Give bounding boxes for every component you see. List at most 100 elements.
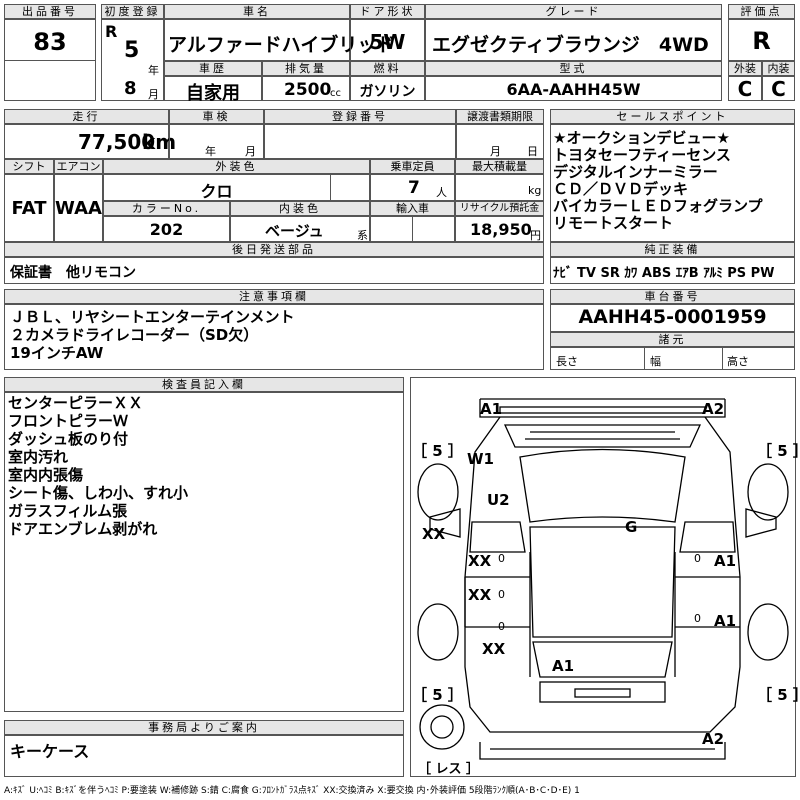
cc-unit: cc (330, 88, 341, 99)
mark-a1-right-rear: A1 (714, 612, 737, 630)
ext-color-label: 外装色 (103, 159, 370, 174)
chassis-no: AAHH45-0001959 (578, 306, 767, 328)
door-label: ドア形状 (350, 4, 425, 19)
equipment: ﾅﾋﾞ TV SR ｶﾜ ABS ｴｱB ｱﾙﾐ PS PW (553, 266, 775, 281)
ext-color: クロ (200, 182, 233, 201)
yen-unit: 円 (530, 229, 541, 242)
right-mirror (745, 508, 777, 538)
max-load-label: 最大積載量 (455, 159, 544, 174)
interior-label: 内装 (762, 61, 795, 76)
aircon: WAA (55, 198, 102, 219)
exterior-label: 外装 (728, 61, 762, 76)
interior-grade: C (771, 77, 786, 101)
later-parts-box (4, 257, 544, 284)
exterior-grade: C (737, 77, 753, 101)
later-parts-label: 後日発送部品 (4, 242, 544, 257)
hood (503, 424, 702, 448)
kg-unit: kg (528, 184, 542, 197)
mark-a1-roof: A1 (552, 657, 575, 675)
door-box (350, 19, 425, 61)
office-label: 事務局よりご案内 (4, 720, 404, 735)
displacement-box (262, 76, 350, 101)
ext-color-box (103, 174, 370, 201)
km-unit: km (142, 130, 177, 154)
shaken-year-unit: 年 (205, 145, 216, 158)
mark-zero: 0 (498, 620, 505, 633)
tire-fl: ［ 5 ］ (412, 442, 463, 460)
height-label: 高さ (727, 355, 749, 368)
sales-points-label: セールスポイント (550, 109, 795, 124)
mileage-box (4, 124, 169, 159)
int-color-suffix: 系 (357, 229, 368, 242)
mark-u2: U2 (487, 491, 510, 509)
front-grille (499, 406, 706, 414)
deadline-day-unit: 日 (527, 145, 538, 158)
int-color: ベージュ (265, 222, 324, 240)
car-diagram (417, 398, 789, 760)
shaken-label: 車検 (169, 109, 264, 124)
cautions-list: ＪＢＬ、リヤシートエンターテインメント ２カメラドライレコーダー（SD欠） 19… (10, 308, 295, 362)
length-label: 長さ (556, 355, 578, 368)
mark-front-right: A2 (702, 400, 725, 418)
inspector-note: 室内内張傷 (8, 466, 84, 484)
first-reg-label: 初度登録 (101, 4, 164, 19)
mark-zero: 0 (694, 612, 701, 625)
legend: A:ｷｽﾞ U:ﾍｺﾐ B:ｷｽﾞを伴うﾍｺﾐ P:要塗装 W:補修跡 S:錆 … (4, 786, 580, 796)
grade-box (425, 19, 722, 61)
mark-xx-front-door: XX (468, 552, 492, 570)
inspector-note: フロントピラーＷ (8, 412, 129, 430)
left-mirror (429, 508, 461, 538)
spare-tire (419, 704, 465, 750)
license-plate (574, 688, 631, 698)
divider (330, 174, 331, 201)
displacement: 2500 (284, 80, 332, 100)
lot-no-label: 出品番号 (4, 4, 96, 19)
spare-tire-hub (430, 715, 454, 739)
inspector-notes-list: センターピラーＸＸ フロントピラーＷ ダッシュ板のり付 室内汚れ 室内内張傷 シ… (8, 394, 188, 538)
sales-points-list: ★オークションデビュー★ トヨタセーフティーセンス デジタルインナーミラー ＣＤ… (553, 130, 763, 232)
mark-w1: W1 (467, 450, 494, 468)
door-type: 5W (369, 30, 406, 54)
score: R (752, 27, 771, 55)
history: 自家用 (186, 83, 240, 104)
max-load-box (455, 174, 544, 201)
sales-points-box (550, 124, 795, 242)
score-label: 評価点 (728, 4, 795, 19)
score-box (728, 19, 795, 61)
mark-a2-rear: A2 (702, 730, 725, 748)
sales-point: トヨタセーフティーセンス (553, 146, 731, 164)
inspector-note: ダッシュ板のり付 (8, 430, 129, 448)
fuel: ガソリン (359, 84, 416, 100)
office-box (4, 735, 404, 777)
recycle-label: リサイクル預託金 (455, 201, 544, 216)
body-outline (464, 416, 741, 733)
model-label: 型式 (425, 61, 722, 76)
mark-xx-left: XX (422, 525, 446, 543)
mileage: 77,500 (78, 130, 156, 154)
cautions-box (4, 304, 544, 370)
grade: エグゼクティブラウンジ 4WD (432, 34, 709, 56)
grade-label: グレード (425, 4, 722, 19)
mark-a1-right-front: A1 (714, 552, 737, 570)
divider (4, 60, 96, 61)
lot-no: 83 (33, 28, 67, 56)
int-color-label: 内装色 (230, 201, 370, 216)
right-window (679, 521, 736, 553)
caution-item: ＪＢＬ、リヤシートエンターテインメント (10, 308, 295, 326)
shift-box (4, 174, 54, 242)
office-note: キーケース (10, 742, 90, 761)
exterior-grade-box (728, 76, 762, 101)
first-reg-year: 5 (124, 38, 140, 63)
color-no: 202 (149, 220, 184, 239)
history-label: 車歴 (164, 61, 262, 76)
tire-rr: ［ 5 ］ (757, 686, 800, 704)
mark-front-left: A1 (480, 400, 503, 418)
fuel-label: 燃料 (350, 61, 425, 76)
equipment-box (550, 257, 795, 284)
shift: FAT (11, 198, 47, 219)
sales-point: ＣＤ／ＤＶＤデッキ (553, 180, 689, 198)
int-color-box (230, 216, 370, 242)
month-unit: 月 (148, 88, 159, 101)
reg-no-label: 登録番号 (264, 109, 456, 124)
wheel-fr (747, 463, 789, 521)
